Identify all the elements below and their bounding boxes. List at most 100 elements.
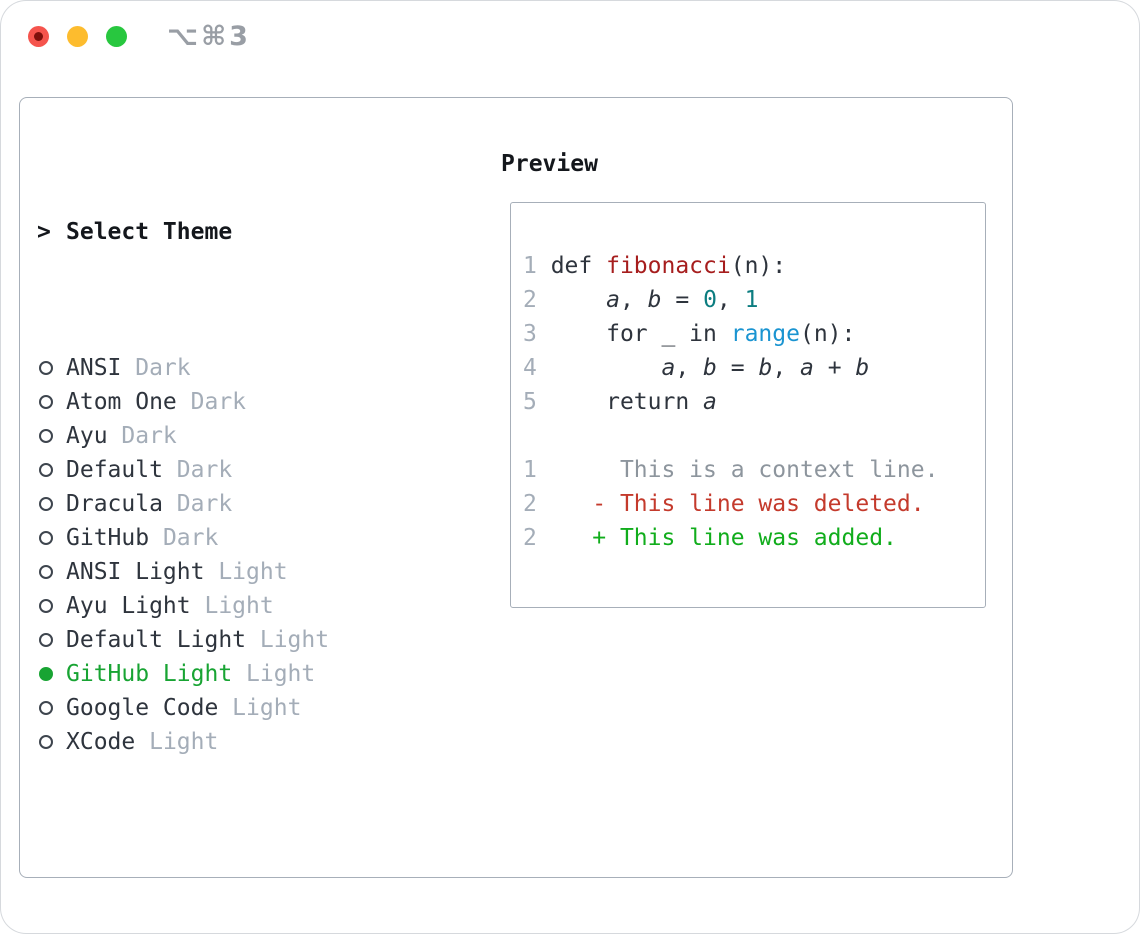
code-token: a — [661, 355, 676, 381]
radio-unselected-icon — [39, 531, 53, 545]
code-token: a — [703, 389, 717, 415]
code-token: (n): — [730, 253, 787, 279]
line-number: 2 — [523, 287, 551, 313]
radio-unselected-icon — [39, 565, 53, 579]
blank-line — [523, 419, 938, 453]
theme-option[interactable]: Atom One Dark — [37, 385, 477, 419]
line-number: 1 — [523, 253, 551, 279]
radio-unselected-icon — [39, 429, 53, 443]
code-token: return — [550, 389, 704, 415]
code-token: 0 — [703, 287, 717, 313]
prompt-chevron-icon: > — [37, 219, 51, 245]
option-label: Default Light — [66, 627, 247, 653]
theme-variant-badge: Dark — [149, 525, 219, 551]
theme-option[interactable]: Default Light Light — [37, 623, 477, 657]
radio-selected-icon — [39, 667, 53, 681]
theme-variant-badge: Dark — [107, 423, 177, 449]
theme-variant-badge: Light — [135, 729, 219, 755]
diff-text: - This line was deleted. — [592, 491, 925, 517]
theme-variant-badge: Dark — [162, 457, 233, 483]
theme-variant-badge: Dark — [121, 355, 191, 381]
blank — [523, 423, 537, 449]
select-theme-header: > Select Theme — [37, 215, 477, 249]
theme-option[interactable]: GitHub Light Light — [37, 657, 477, 691]
spacer — [37, 861, 477, 895]
code-token: def — [550, 253, 607, 279]
theme-variant-badge: Light — [204, 559, 288, 585]
window-title-shortcut: ⌥⌘3 — [167, 21, 251, 52]
theme-option[interactable]: Dracula Dark — [37, 487, 477, 521]
theme-variant-badge: Dark — [162, 491, 233, 517]
code-token: fibonacci — [606, 253, 731, 279]
radio-unselected-icon — [39, 633, 53, 647]
theme-variant-badge: Light — [190, 593, 274, 619]
zoom-button[interactable] — [106, 26, 127, 47]
code-token — [551, 355, 662, 381]
code-token: = — [661, 287, 704, 313]
theme-option[interactable]: ANSI Light Light — [37, 555, 477, 589]
option-label: ANSI Light — [66, 559, 205, 585]
code-token: b — [647, 287, 662, 313]
theme-variant-badge: Dark — [176, 389, 247, 415]
line-number: 1 — [523, 457, 593, 483]
code-token: , — [716, 287, 745, 313]
radio-unselected-icon — [39, 497, 53, 511]
diff-text: + This line was added. — [592, 525, 897, 551]
line-number: 5 — [523, 389, 551, 415]
code-token: a — [606, 287, 620, 313]
code-token: + — [813, 355, 856, 381]
close-button[interactable] — [28, 26, 49, 47]
option-label: ANSI — [66, 355, 122, 381]
code-line: 1 def fibonacci(n): — [523, 249, 938, 283]
radio-unselected-icon — [39, 735, 53, 749]
code-token: (n): — [799, 321, 856, 347]
line-number: 4 — [523, 355, 551, 381]
code-token: range — [730, 321, 800, 347]
option-label: Default — [66, 457, 163, 483]
preview-title: Preview — [501, 151, 598, 177]
theme-option[interactable]: Ayu Dark — [37, 419, 477, 453]
code-token: b — [703, 355, 717, 381]
theme-option[interactable]: Default Dark — [37, 453, 477, 487]
theme-option[interactable]: Ayu Light Light — [37, 589, 477, 623]
theme-option[interactable]: XCode Light — [37, 725, 477, 759]
option-label: Dracula — [66, 491, 163, 517]
code-line: 2 a, b = 0, 1 — [523, 283, 938, 317]
line-number: 2 — [523, 491, 593, 517]
theme-variant-badge: Light — [232, 661, 316, 687]
theme-option[interactable]: GitHub Dark — [37, 521, 477, 555]
code-token: = — [716, 355, 759, 381]
code-line: 3 for _ in range(n): — [523, 317, 938, 351]
minimize-button[interactable] — [67, 26, 88, 47]
code-token — [551, 287, 606, 313]
code-line: 4 a, b = b, a + b — [523, 351, 938, 385]
theme-option[interactable]: Google Code Light — [37, 691, 477, 725]
code-token: 1 — [744, 287, 759, 313]
line-number: 2 — [523, 525, 593, 551]
code-token: b — [855, 355, 870, 381]
code-token: b — [758, 355, 773, 381]
code-token: , — [619, 287, 648, 313]
code-token: , — [772, 355, 801, 381]
radio-unselected-icon — [39, 599, 53, 613]
radio-unselected-icon — [39, 361, 53, 375]
radio-unselected-icon — [39, 701, 53, 715]
line-number: 3 — [523, 321, 551, 347]
option-label: Ayu Light — [66, 593, 191, 619]
select-theme-title: Select Theme — [66, 219, 233, 245]
radio-unselected-icon — [39, 463, 53, 477]
option-label: GitHub Light — [66, 661, 233, 687]
code-token: , — [675, 355, 704, 381]
diff-text: This is a context line. — [592, 457, 939, 483]
code-token: for _ in — [550, 321, 731, 347]
code-token: a — [800, 355, 814, 381]
option-label: GitHub — [66, 525, 150, 551]
diff-line: 1 This is a context line. — [523, 453, 938, 487]
theme-option[interactable]: ANSI Dark — [37, 351, 477, 385]
